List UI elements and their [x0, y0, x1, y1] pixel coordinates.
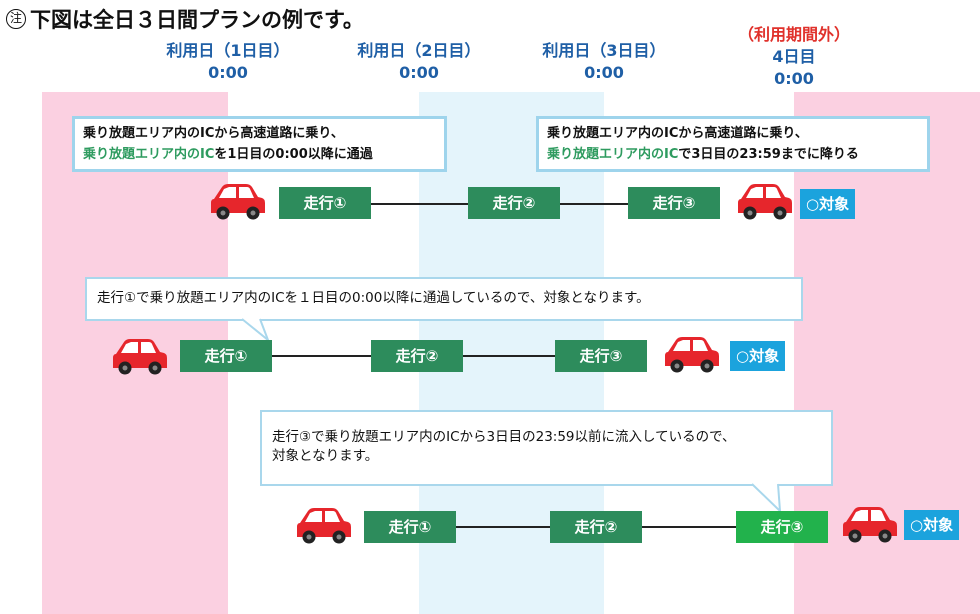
run2-box: 走行②: [371, 340, 463, 372]
run3-box: 走行③: [736, 511, 828, 543]
run1-box: 走行①: [180, 340, 272, 372]
highlight-area-ic: 乗り放題エリア内のIC: [547, 147, 679, 162]
note-circle-icon: 注: [6, 9, 26, 29]
route-line: [560, 203, 628, 205]
route-line: [463, 355, 555, 357]
route-line: [456, 526, 550, 528]
day3-time: 0:00: [584, 63, 624, 82]
highlight-area-ic: 乗り放題エリア内のIC: [83, 147, 215, 162]
callout-run3-line2: 対象となります。: [272, 448, 379, 464]
callout-pointer: [241, 318, 270, 342]
route-line: [272, 355, 371, 357]
day2-time: 0:00: [399, 63, 439, 82]
day1-label: 利用日（1日目） 0:00: [148, 40, 308, 84]
day4-label: （利用期間外） 4日目 0:00: [719, 24, 869, 90]
day1-time: 0:00: [208, 63, 248, 82]
red-car-icon: [737, 183, 793, 221]
callout-run3-explanation: 走行③で乗り放題エリア内のICから3日目の23:59以前に流入しているので、 対…: [260, 410, 833, 486]
day3-label: 利用日（3日目） 0:00: [524, 40, 684, 84]
target-badge: ○対象: [800, 189, 856, 219]
run3-box: 走行③: [555, 340, 647, 372]
red-car-icon: [210, 183, 266, 221]
outside-period-note: （利用期間外）: [737, 25, 850, 44]
callout-entry-line2: 乗り放題エリア内のICを1日目の0:00以降に通過: [83, 144, 436, 165]
day3-name: 利用日（3日目）: [542, 41, 666, 60]
route-line: [371, 203, 468, 205]
red-car-icon: [296, 507, 352, 545]
callout-exit-line2-rest: で3日目の23:59までに降りる: [678, 147, 859, 162]
route-line: [642, 526, 736, 528]
page-title: 注 下図は全日３日間プランの例です。: [6, 4, 364, 34]
callout-run1-text: 走行①で乗り放題エリア内のICを１日目の0:00以降に通過しているので、対象とな…: [97, 290, 650, 306]
callout-exit-condition: 乗り放題エリア内のICから高速道路に乗り、 乗り放題エリア内のICで3日目の23…: [536, 116, 930, 172]
day1-name: 利用日（1日目）: [166, 41, 290, 60]
target-badge: ○対象: [904, 510, 960, 540]
callout-run3-line1: 走行③で乗り放題エリア内のICから3日目の23:59以前に流入しているので、: [272, 429, 736, 445]
run2-box: 走行②: [468, 187, 560, 219]
day2-label: 利用日（2日目） 0:00: [339, 40, 499, 84]
red-car-icon: [842, 506, 898, 544]
callout-pointer: [751, 483, 782, 513]
run1-box: 走行①: [364, 511, 456, 543]
day2-name: 利用日（2日目）: [357, 41, 481, 60]
red-car-icon: [664, 336, 720, 374]
red-car-icon: [112, 338, 168, 376]
callout-entry-line1: 乗り放題エリア内のICから高速道路に乗り、: [83, 126, 344, 141]
day4-time: 0:00: [774, 69, 814, 88]
day4-name: 4日目: [772, 47, 816, 66]
callout-exit-line1: 乗り放題エリア内のICから高速道路に乗り、: [547, 126, 808, 141]
title-text: 下図は全日３日間プランの例です。: [30, 8, 364, 32]
callout-exit-line2: 乗り放題エリア内のICで3日目の23:59までに降りる: [547, 144, 919, 165]
target-badge: ○対象: [730, 341, 786, 371]
run3-box: 走行③: [628, 187, 720, 219]
callout-entry-line2-rest: を1日目の0:00以降に通過: [214, 147, 373, 162]
callout-entry-condition: 乗り放題エリア内のICから高速道路に乗り、 乗り放題エリア内のICを1日目の0:…: [72, 116, 447, 172]
run2-box: 走行②: [550, 511, 642, 543]
run1-box: 走行①: [279, 187, 371, 219]
callout-run1-explanation: 走行①で乗り放題エリア内のICを１日目の0:00以降に通過しているので、対象とな…: [85, 277, 803, 321]
